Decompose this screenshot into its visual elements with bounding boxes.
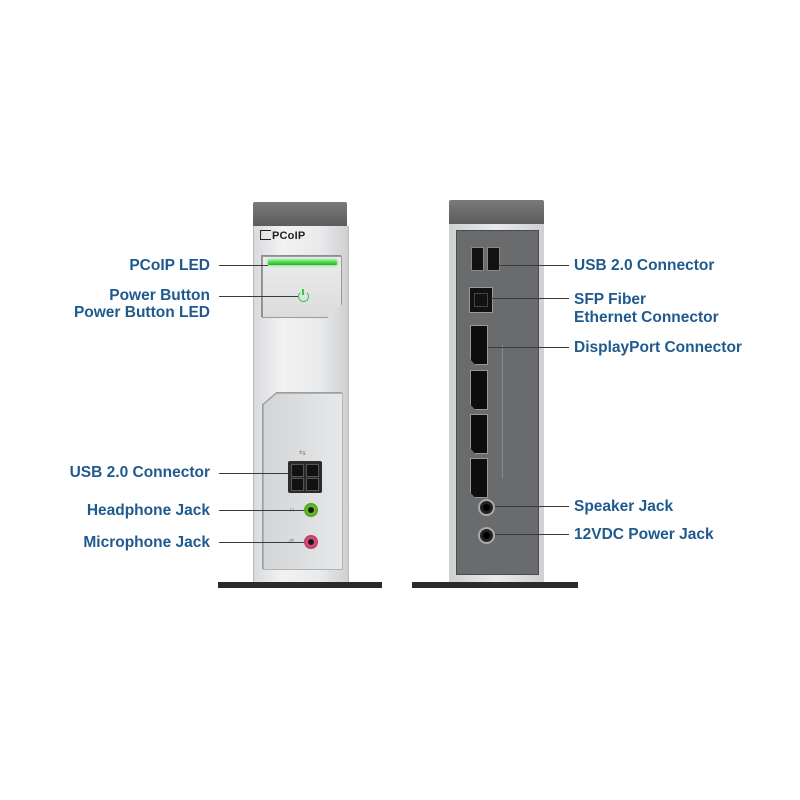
power-jack xyxy=(478,527,495,544)
usb-port-3 xyxy=(291,478,304,491)
front-top-cap xyxy=(253,202,347,226)
pcoip-logo-icon xyxy=(260,230,271,240)
leader-power-jack xyxy=(495,534,569,535)
label-power-button-led: Power Button LED xyxy=(73,304,210,321)
usb-port-1 xyxy=(291,464,304,477)
usb-symbol-icon: ⇆ xyxy=(299,448,306,457)
leader-microphone xyxy=(219,542,304,543)
displayport-2 xyxy=(470,370,488,410)
speaker-jack xyxy=(478,499,495,516)
label-displayport: DisplayPort Connector xyxy=(574,339,742,356)
microphone-jack xyxy=(304,535,318,549)
leader-pcoip-led xyxy=(219,265,268,266)
label-sfp-line1: SFP Fiber xyxy=(574,291,647,308)
label-headphone: Headphone Jack xyxy=(86,502,210,519)
rear-top-cap xyxy=(449,200,544,224)
leader-rear-usb xyxy=(499,265,569,266)
rear-usb-port-2 xyxy=(487,247,500,271)
displayport-group-marker xyxy=(502,345,503,478)
label-sfp-line2: Ethernet Connector xyxy=(574,309,719,326)
label-power-button: Power Button xyxy=(109,287,210,304)
label-speaker: Speaker Jack xyxy=(574,498,674,515)
microphone-symbol-icon: ⌀ xyxy=(289,536,294,545)
leader-sfp xyxy=(491,298,569,299)
rear-io-panel xyxy=(456,230,539,575)
leader-front-usb xyxy=(219,473,288,474)
displayport-4 xyxy=(470,458,488,498)
power-button-icon[interactable] xyxy=(298,289,309,302)
leader-speaker xyxy=(495,506,569,507)
displayport-3 xyxy=(470,414,488,454)
label-rear-usb: USB 2.0 Connector xyxy=(574,257,715,274)
label-pcoip-led: PCoIP LED xyxy=(129,257,210,274)
leader-headphone xyxy=(219,510,304,511)
usb-port-2 xyxy=(306,464,319,477)
displayport-1 xyxy=(470,325,488,365)
label-power-jack: 12VDC Power Jack xyxy=(574,526,714,543)
pcoip-led xyxy=(268,260,337,265)
leader-displayport xyxy=(488,347,569,348)
leader-power-button xyxy=(219,296,298,297)
sfp-connector xyxy=(469,287,493,313)
label-microphone: Microphone Jack xyxy=(83,534,210,551)
headphone-symbol-icon: ∩ xyxy=(289,505,295,514)
front-stand xyxy=(218,582,382,588)
usb-port-4 xyxy=(306,478,319,491)
headphone-jack xyxy=(304,503,318,517)
rear-stand xyxy=(412,582,578,588)
pcoip-logo: PCoIP xyxy=(260,230,305,242)
label-front-usb: USB 2.0 Connector xyxy=(69,464,210,481)
front-usb-connector xyxy=(288,461,322,493)
rear-usb-port-1 xyxy=(471,247,484,271)
front-upper-panel xyxy=(262,256,342,318)
